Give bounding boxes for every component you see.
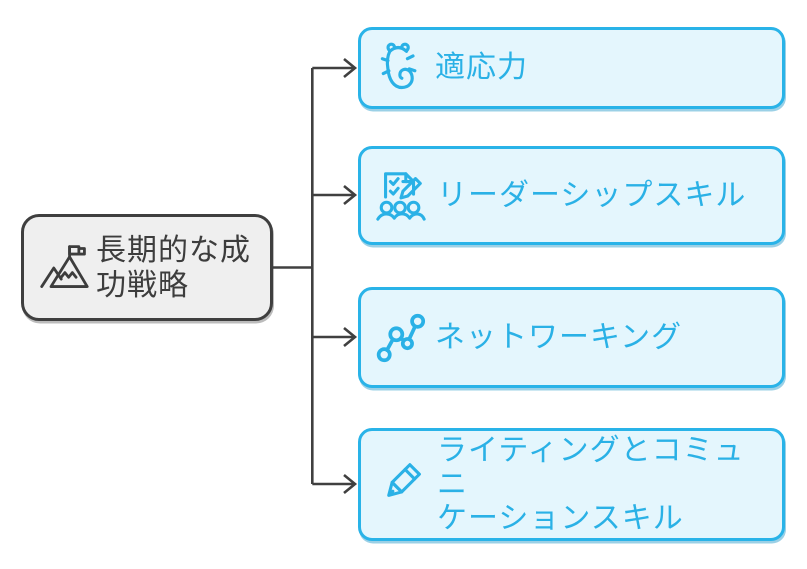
network-nodes-icon [374,309,426,367]
arrowhead-4 [343,473,358,495]
node-adaptability[interactable]: 適応力 [358,27,785,109]
leadership-checklist-icon [374,167,428,225]
node-networking-label: ネットワーキング [435,320,683,354]
arrowhead-1 [343,57,358,79]
node-writing-communication[interactable]: ライティングとコミュニ ケーションスキル [358,428,785,541]
node-leadership-skills-label: リーダーシップスキル [437,178,747,212]
mountain-flag-icon [38,242,90,294]
node-networking[interactable]: ネットワーキング [358,287,785,388]
arrowhead-3 [343,326,358,348]
pen-icon [374,456,428,514]
chameleon-icon [374,39,426,97]
node-writing-communication-label: ライティングとコミュニ ケーションスキル [437,433,745,535]
node-adaptability-label: 適応力 [435,51,528,84]
root-node-label: 長期的な成 功戦略 [96,233,251,302]
arrowhead-2 [343,184,358,206]
node-leadership-skills[interactable]: リーダーシップスキル [358,146,785,245]
root-node[interactable]: 長期的な成 功戦略 [21,214,273,321]
